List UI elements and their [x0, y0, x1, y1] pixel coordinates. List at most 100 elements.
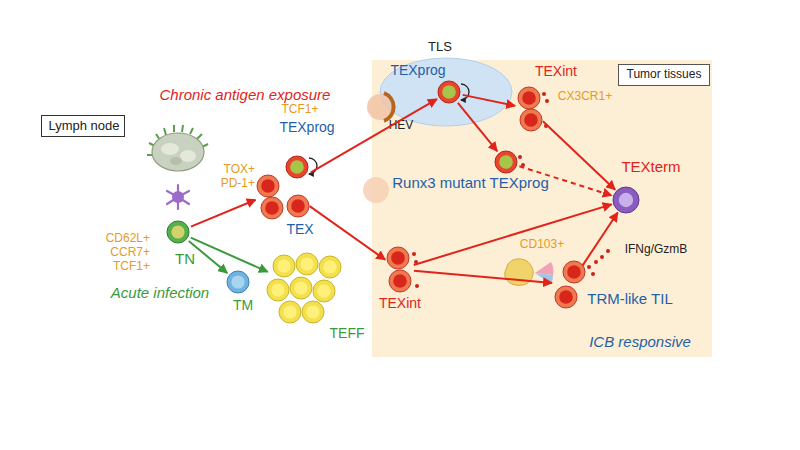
cell-nucleus [290, 160, 304, 174]
cell [279, 301, 301, 323]
cell-nucleus [271, 283, 284, 296]
cell-nucleus [231, 275, 244, 288]
cell-nucleus [291, 199, 305, 213]
cell [613, 187, 639, 213]
granule [412, 252, 416, 256]
cell-membrane [286, 156, 308, 178]
cell [296, 253, 318, 275]
signal-wedge [535, 273, 553, 284]
cell-membrane [296, 253, 318, 275]
granule [414, 260, 418, 264]
cell-nucleus [317, 284, 330, 297]
cell-membrane [495, 151, 517, 173]
cell-nucleus [619, 193, 633, 207]
cell [520, 109, 542, 131]
cell-type-label: TEXterm [615, 158, 687, 175]
antigen-presenting-cell [505, 259, 554, 285]
cell-membrane [387, 247, 409, 269]
granule [521, 163, 525, 167]
granule [594, 260, 598, 264]
cell-type-label: Runx3 mutant TEXprog [378, 174, 563, 191]
hev-vessel [367, 93, 394, 121]
cell-nucleus [522, 91, 536, 105]
cell-nucleus [283, 305, 296, 318]
cell-nucleus [171, 225, 184, 238]
cell [563, 261, 585, 283]
cell-nucleus [524, 113, 538, 127]
cell-membrane [267, 279, 289, 301]
cell [319, 256, 341, 278]
dendritic-cell-body [172, 191, 184, 203]
marker-label: CD103+ [512, 238, 572, 252]
cell [290, 277, 312, 299]
cell-membrane [563, 261, 585, 283]
granule [606, 249, 610, 253]
cell-drawing [437, 80, 461, 104]
tumor-tissue-region: Tumor tissuesTLSHEVTEXprogTEXintCX3CR1+R… [372, 60, 712, 357]
tissue-cell [363, 177, 389, 203]
cell [387, 247, 409, 269]
cell-drawing [256, 155, 312, 221]
cell-nucleus [393, 274, 407, 288]
structure-label: TLS [420, 40, 460, 55]
cell [261, 197, 283, 219]
cell-drawing [226, 270, 250, 294]
cell-drawing [613, 187, 639, 213]
self-renewal-loop [461, 84, 469, 100]
cell-nucleus [261, 179, 275, 193]
section-tag: Lymph node [41, 115, 125, 137]
annotation-label: ICB responsive [580, 333, 700, 350]
arrow-connector [543, 121, 615, 189]
granule [544, 124, 548, 128]
arrow-connector [311, 99, 437, 172]
arrow-connector [189, 241, 227, 273]
cell [438, 81, 460, 103]
cell-nucleus [300, 257, 313, 270]
cell-membrane [290, 277, 312, 299]
cell [313, 280, 335, 302]
marker-label: TOX+ PD-1+ [213, 163, 255, 191]
cell-nucleus [306, 305, 319, 318]
exhausted-t-cell-cluster: TEXprogTEX [256, 155, 312, 221]
cell-nucleus [499, 155, 513, 169]
marker-label: TCF1+ [275, 103, 325, 117]
granule [600, 255, 604, 259]
cell-membrane [273, 255, 295, 277]
intermediate-exhausted-cells: TEXint [386, 246, 412, 293]
cell [257, 175, 279, 197]
runx3-mutant-progenitor: Runx3 mutant TEXprog [494, 150, 518, 174]
cell-type-label: TN [165, 250, 205, 267]
cell [286, 156, 308, 178]
granule [587, 265, 591, 269]
cell-drawing [166, 220, 190, 244]
arrow-connector [458, 103, 497, 151]
hev-lumen [367, 94, 393, 120]
cell [389, 270, 411, 292]
cell-type-label: TEXprog [270, 119, 344, 135]
marker-label: CD62L+ CCR7+ TCF1+ [88, 232, 150, 273]
cell-membrane [613, 187, 639, 213]
section-title: Tumor tissues [618, 64, 710, 86]
cell [518, 87, 540, 109]
dendrites [167, 185, 189, 209]
lymph-node-spikes [147, 125, 208, 155]
cell-type-label: TM [226, 297, 260, 313]
cell-drawing [517, 86, 543, 132]
cell [273, 255, 295, 277]
cell-nucleus [442, 85, 456, 99]
cell-membrane [279, 301, 301, 323]
cell-nucleus [391, 251, 405, 265]
intermediate-exhausted-cells: TEXintCX3CR1+ [517, 86, 543, 132]
cell [495, 151, 517, 173]
cell-type-label: TRM-like TIL [582, 290, 678, 307]
structure-label: HEV [383, 119, 419, 133]
marker-label: CX3CR1+ [550, 90, 620, 104]
arrow-connector [414, 271, 552, 283]
lymph-node-body [152, 133, 204, 171]
cell-membrane [555, 286, 577, 308]
cell-type-label: TEXint [372, 295, 428, 311]
granule [415, 284, 419, 288]
